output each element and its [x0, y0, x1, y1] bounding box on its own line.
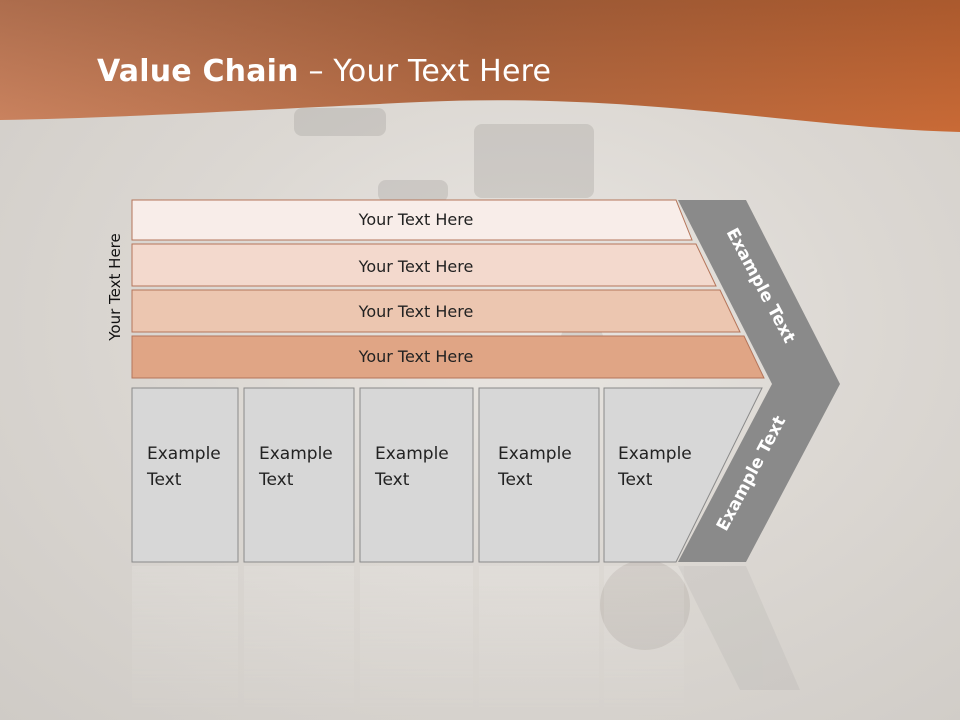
support-bands: Your Text Here Your Text Here Your Text …: [131, 199, 765, 379]
decorative-square: [294, 108, 386, 136]
cell-label-line: Example: [618, 444, 692, 464]
title-bold: Value Chain: [97, 54, 299, 89]
support-band-label: Your Text Here: [358, 347, 474, 366]
cell-label-line: Text: [497, 470, 533, 490]
primary-cell: [131, 387, 239, 563]
cell-label-line: Text: [617, 470, 653, 490]
cell-label-line: Text: [374, 470, 410, 490]
chevron-lower-arm: [678, 384, 840, 562]
decorative-square: [474, 124, 594, 198]
title-rest: – Your Text Here: [298, 54, 552, 89]
cell-label-line: Example: [147, 444, 221, 464]
margin-chevron: Example Text Example Text: [678, 200, 840, 562]
reflection-cell: [132, 566, 238, 720]
support-band: [131, 289, 741, 333]
header-banner: [0, 0, 960, 132]
reflection-chevron: [678, 566, 800, 690]
primary-cell: [359, 387, 474, 563]
support-band-label: Your Text Here: [358, 210, 474, 229]
diagram-reflection: [132, 566, 800, 720]
primary-cell: [243, 387, 355, 563]
reflection-cell: [360, 566, 473, 720]
reflection-cell: [479, 566, 599, 720]
decorative-square: [378, 180, 448, 202]
primary-cell: [603, 387, 763, 563]
slide-title: Value Chain – Your Text Here: [97, 54, 551, 89]
cell-label-line: Text: [146, 470, 182, 490]
support-band: [131, 199, 693, 241]
support-band-label: Your Text Here: [358, 302, 474, 321]
reflection-cell: [604, 566, 684, 720]
cell-label-line: Example: [375, 444, 449, 464]
support-band: [131, 335, 765, 379]
support-band-label: Your Text Here: [358, 257, 474, 276]
cell-label-line: Example: [498, 444, 572, 464]
chevron-upper-arm: [678, 200, 840, 384]
reflection-cell: [244, 566, 354, 720]
primary-cell: [478, 387, 600, 563]
cell-label-line: Example: [259, 444, 333, 464]
cell-label-line: Text: [258, 470, 294, 490]
support-band: [131, 243, 717, 287]
